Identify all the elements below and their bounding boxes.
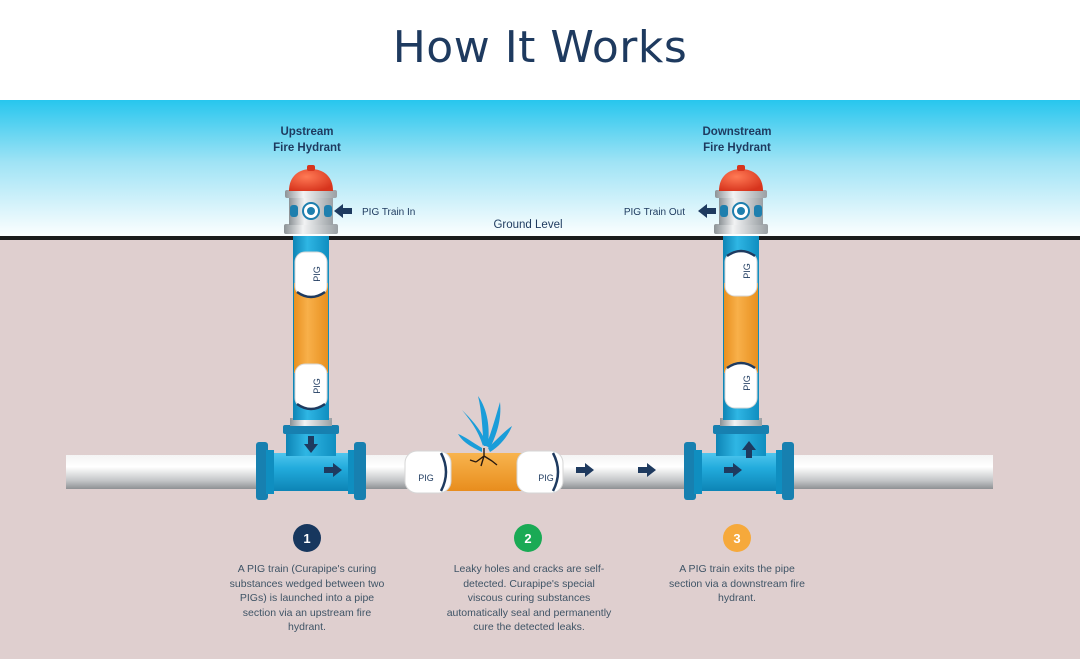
pig-label-upper: PIG: [312, 266, 322, 282]
ground-level-label: Ground Level: [493, 219, 562, 231]
step-2-description: Leaky holes and cracks are self-detected…: [446, 563, 612, 633]
upstream-hydrant: PIG PIG: [256, 165, 366, 500]
pig-label-lower: PIG: [742, 375, 752, 391]
step-1-number: 1: [303, 531, 310, 546]
pig-left-label: PIG: [418, 473, 434, 483]
pig-label-lower: PIG: [312, 378, 322, 394]
downstream-hydrant: PIG PIG: [684, 165, 794, 500]
main-pipe-right: [788, 455, 993, 489]
pig-vertical-lower: [294, 363, 328, 409]
downstream-label-line2: Fire Hydrant: [703, 142, 771, 154]
pig-train-out-arrow-icon: [698, 204, 716, 218]
ground-level-line: [0, 236, 1080, 240]
page-title: How It Works: [392, 22, 688, 73]
water-spray-icon: [458, 396, 512, 452]
pig-train-in-arrow-icon: [334, 204, 352, 218]
hydrant-cap-red: [289, 169, 333, 191]
arrow-up-icon: [742, 441, 756, 458]
pig-train-main-pipe: PIG PIG: [404, 450, 564, 494]
step-2-number: 2: [524, 531, 531, 546]
step-3-number: 3: [733, 531, 740, 546]
pig-train-in-label: PIG Train In: [362, 207, 415, 218]
pig-right: [516, 450, 564, 494]
pig-vertical-upper: [294, 251, 328, 297]
step-2-badge: 2: [514, 524, 542, 552]
main-pipe-left: [66, 455, 266, 489]
arrow-down-icon: [304, 436, 318, 453]
pig-train-out-label: PIG Train Out: [624, 207, 685, 218]
sky-band: [0, 100, 1080, 238]
pig-left: [404, 450, 452, 494]
upstream-label-line2: Fire Hydrant: [273, 142, 341, 154]
downstream-label-line1: Downstream: [702, 126, 771, 138]
pig-vertical-lower: [724, 363, 758, 409]
leak-crack-icon: [469, 448, 498, 467]
step-3-badge: 3: [723, 524, 751, 552]
step-1-badge: 1: [293, 524, 321, 552]
pig-right-label: PIG: [538, 473, 554, 483]
step-1-description: A PIG train (Curapipe's curing substance…: [229, 563, 385, 633]
pig-vertical-upper: [724, 251, 758, 297]
ground-area: [0, 238, 1080, 659]
pig-label-upper: PIG: [742, 263, 752, 279]
hydrant-cap-red: [719, 169, 763, 191]
upstream-label-line1: Upstream: [280, 126, 333, 138]
step-3-description: A PIG train exits the pipe section via a…: [669, 563, 805, 604]
